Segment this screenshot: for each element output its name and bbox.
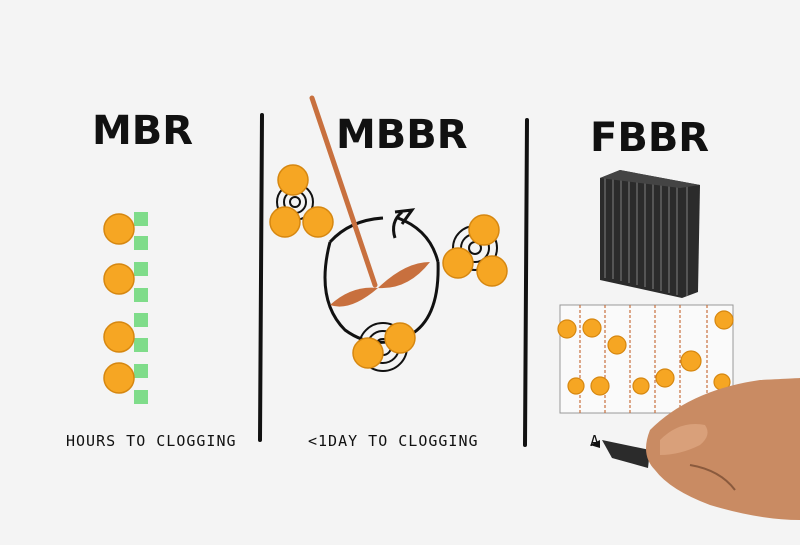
mbbr-caption: <1DAY TO CLOGGING [308,432,479,450]
mbr-beads [103,213,135,394]
divider-right [523,118,529,447]
mbr-title: MBR [92,108,194,154]
mbbr-cluster-left [269,164,334,238]
mbr-caption: HOURS TO CLOGGING [66,432,237,450]
hand-with-marker-icon [590,378,800,520]
fbbr-title: FBBR [590,115,710,161]
divider-left [258,113,264,442]
fbbr-caption: A [590,432,601,450]
membrane [134,212,148,404]
mixing-tank-icon [309,95,440,344]
mbbr-title: MBBR [336,112,468,158]
biofilm-media-block-icon [600,170,700,298]
mbbr-cluster-right [442,214,508,287]
mbbr-cluster-bottom [352,322,416,372]
